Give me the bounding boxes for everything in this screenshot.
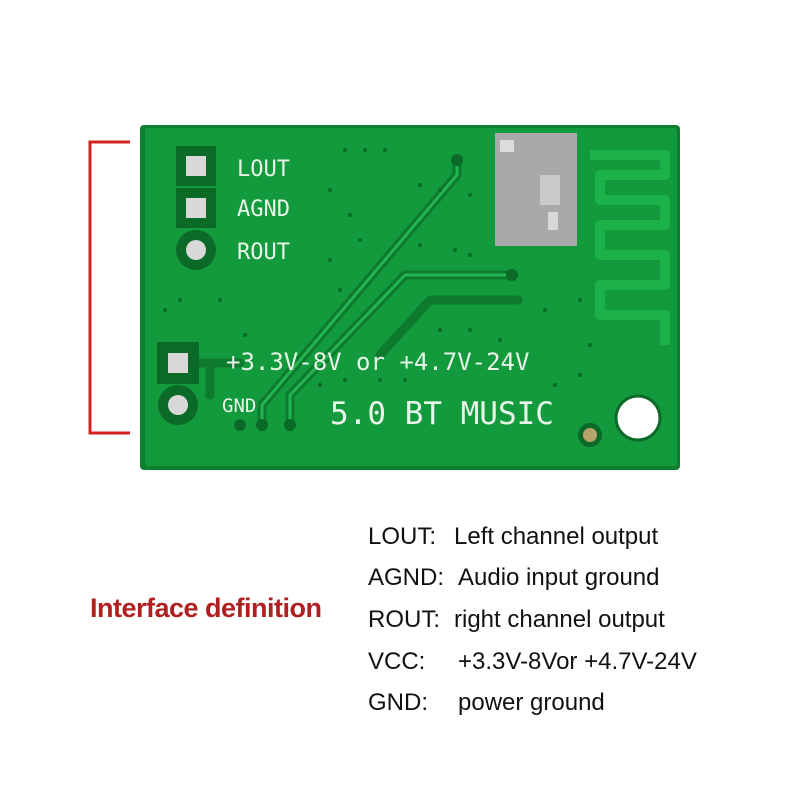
antenna-trace xyxy=(590,150,670,345)
definition-value: right channel output xyxy=(454,606,665,633)
label-agnd: AGND xyxy=(237,197,290,222)
definition-value: power ground xyxy=(458,689,605,716)
label-power: +3.3V-8V or +4.7V-24V xyxy=(226,348,529,376)
red-bracket xyxy=(88,140,130,435)
definition-row-vcc: VCC: +3.3V-8Vor +4.7V-24V xyxy=(368,648,697,676)
label-lout: LOUT xyxy=(237,157,290,182)
definition-value: Left channel output xyxy=(454,523,659,550)
definition-row-lout: LOUT: Left channel output xyxy=(368,523,658,551)
interface-definition-title: Interface definition xyxy=(90,593,322,623)
definition-key: AGND: xyxy=(368,564,445,591)
definition-row-rout: ROUT: right channel output xyxy=(368,606,665,634)
mounting-hole xyxy=(614,394,662,442)
label-rout: ROUT xyxy=(237,240,290,265)
definition-value: +3.3V-8Vor +4.7V-24V xyxy=(458,648,697,675)
definition-key: VCC: xyxy=(368,648,426,675)
label-gnd: GND xyxy=(222,395,256,417)
definition-key: ROUT: xyxy=(368,606,440,633)
label-model: 5.0 BT MUSIC xyxy=(330,396,554,432)
pcb-board-photo: LOUT AGND ROUT +3.3V-8V or +4.7V-24V GND… xyxy=(88,125,680,470)
definition-value: Audio input ground xyxy=(458,564,660,591)
definition-key: GND: xyxy=(368,689,428,716)
definition-row-gnd: GND: power ground xyxy=(368,689,605,717)
definition-key: LOUT: xyxy=(368,523,437,550)
definition-row-agnd: AGND: Audio input ground xyxy=(368,564,660,592)
